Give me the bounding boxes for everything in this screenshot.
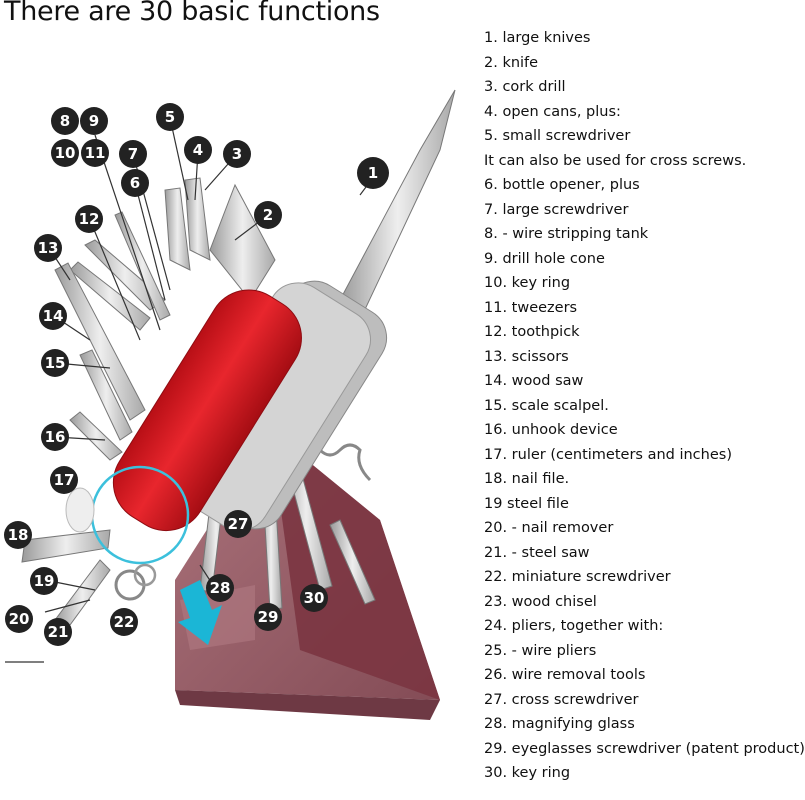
list-item: 24. pliers, together with: [484, 618, 664, 634]
list-item: 18. nail file. [484, 471, 570, 487]
list-item: 26. wire removal tools [484, 667, 646, 683]
callout-12: 12 [75, 205, 103, 233]
svg-text:3: 3 [232, 145, 242, 163]
list-item: 25. - wire pliers [484, 642, 597, 659]
list-item: 7. large screwdriver [484, 201, 629, 218]
svg-text:1: 1 [368, 164, 378, 182]
callout-27: 27 [224, 510, 252, 538]
list-item: 17. ruler (centimeters and inches) [484, 446, 732, 463]
list-item: 8. - wire stripping tank [484, 226, 649, 242]
list-item: 14. wood saw [484, 373, 584, 389]
callout-22: 22 [110, 608, 138, 636]
callout-20: 20 [5, 605, 33, 633]
callout-15: 15 [41, 349, 69, 377]
svg-text:10: 10 [55, 144, 76, 162]
list-item: 19 steel file [484, 495, 569, 512]
callout-10: 10 [51, 139, 79, 167]
svg-text:12: 12 [79, 210, 100, 228]
list-item: 15. scale scalpel. [484, 397, 609, 414]
callout-19: 19 [30, 567, 58, 595]
arrow-icon [178, 580, 222, 645]
accessories [65, 465, 190, 601]
callout-badges: 1 2 3 4 5 6 7 8 9 10 11 12 13 14 15 16 1… [4, 103, 389, 646]
svg-text:11: 11 [85, 144, 106, 162]
list-item: 4. open cans, plus: [484, 103, 621, 120]
svg-text:7: 7 [128, 145, 138, 163]
svg-text:15: 15 [45, 354, 66, 372]
list-item: 21. - steel saw [484, 544, 590, 561]
list-item: 23. wood chisel [484, 593, 597, 610]
list-item: It can also be used for cross screws. [484, 152, 747, 169]
list-item: 5. small screwdriver [484, 128, 631, 144]
callout-16: 16 [41, 423, 69, 451]
callout-11: 11 [81, 139, 109, 167]
list-item: 10. key ring [484, 275, 571, 291]
callout-2: 2 [254, 201, 282, 229]
function-list: 1. large knives 2. knife 3. cork drill 4… [484, 26, 805, 786]
svg-text:6: 6 [130, 174, 140, 192]
callout-6: 6 [121, 169, 149, 197]
svg-text:2: 2 [263, 206, 273, 224]
list-item: 30. key ring [484, 765, 571, 781]
svg-text:5: 5 [165, 108, 175, 126]
svg-text:29: 29 [258, 608, 279, 626]
callout-4: 4 [184, 136, 212, 164]
svg-text:30: 30 [304, 589, 325, 607]
list-item: 29. eyeglasses screwdriver (patent produ… [484, 740, 805, 757]
list-item: 1. large knives [484, 30, 591, 46]
svg-text:20: 20 [9, 610, 30, 628]
callout-28: 28 [206, 574, 234, 602]
list-item: 20. - nail remover [484, 520, 614, 536]
svg-text:19: 19 [34, 572, 55, 590]
callout-5: 5 [156, 103, 184, 131]
list-item: 16. unhook device [484, 422, 618, 438]
svg-text:13: 13 [38, 239, 59, 257]
list-item: 3. cork drill [484, 79, 566, 95]
callout-1: 1 [357, 157, 389, 189]
callout-14: 14 [39, 302, 67, 330]
svg-text:8: 8 [60, 112, 70, 130]
svg-text:4: 4 [193, 141, 203, 159]
list-item: 13. scissors [484, 348, 569, 365]
list-item: 22. miniature screwdriver [484, 569, 671, 585]
callout-18: 18 [4, 521, 32, 549]
callout-17: 17 [50, 466, 78, 494]
list-item: 9. drill hole cone [484, 250, 605, 267]
svg-text:18: 18 [8, 526, 29, 544]
callout-30: 30 [300, 584, 328, 612]
svg-text:27: 27 [228, 515, 249, 533]
list-item: 28. magnifying glass [484, 716, 635, 732]
list-item: 27. cross screwdriver [484, 691, 639, 708]
page-title: There are 30 basic functions [4, 0, 380, 27]
callout-29: 29 [254, 603, 282, 631]
callout-8: 8 [51, 107, 79, 135]
callout-7: 7 [119, 140, 147, 168]
callout-13: 13 [34, 234, 62, 262]
list-item: 12. toothpick [484, 324, 580, 340]
callout-3: 3 [223, 140, 251, 168]
callout-9: 9 [80, 107, 108, 135]
svg-text:28: 28 [210, 579, 231, 597]
list-item: 2. knife [484, 54, 539, 71]
svg-text:16: 16 [45, 428, 66, 446]
list-item: 6. bottle opener, plus [484, 177, 640, 193]
svg-text:22: 22 [114, 613, 135, 631]
knife-illustration: 1 2 3 4 5 6 7 8 9 10 11 12 13 14 15 16 1… [4, 89, 456, 720]
svg-text:9: 9 [89, 112, 99, 130]
svg-text:14: 14 [43, 307, 64, 325]
svg-text:21: 21 [48, 623, 69, 641]
callout-21: 21 [44, 618, 72, 646]
list-item: 11. tweezers [484, 299, 578, 316]
tool-blades [21, 89, 456, 626]
svg-text:17: 17 [54, 471, 75, 489]
